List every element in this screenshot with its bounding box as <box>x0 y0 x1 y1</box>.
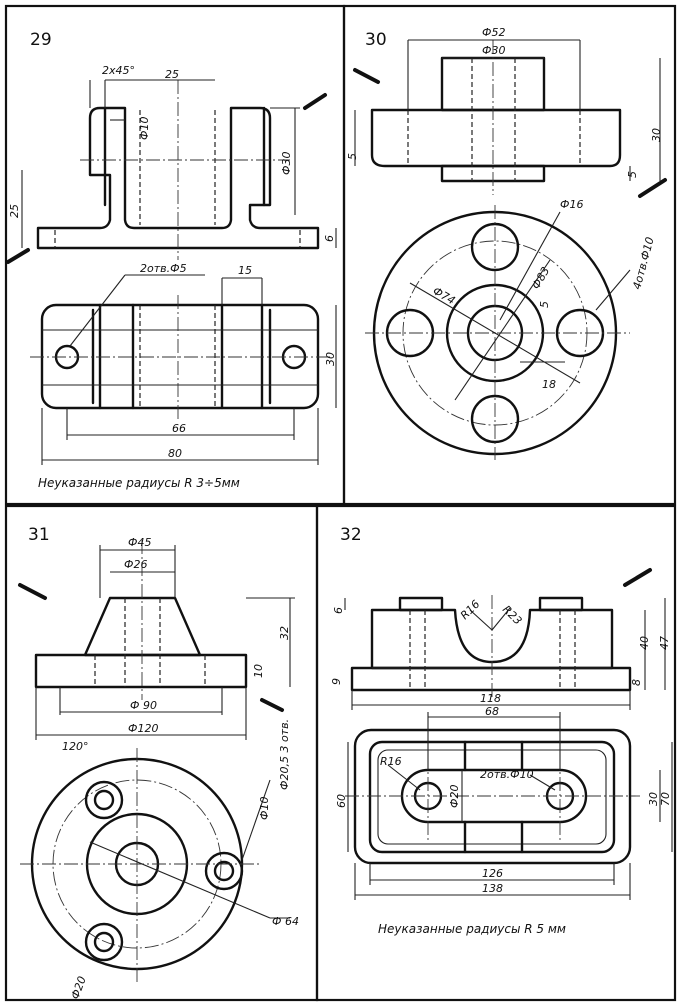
p32-note: Неуказанные радиусы R 5 мм <box>378 922 566 936</box>
panel-frames <box>4 4 677 1002</box>
p29-h6-dim: 6 <box>323 235 336 242</box>
p32-h6-dim: 6 <box>332 607 345 614</box>
p30-h5a-dim: 5 <box>346 153 359 160</box>
p31-h32-dim: 32 <box>278 626 291 640</box>
p31-holes-dim: Ф20,5 3 отв. <box>278 719 291 790</box>
p30-d52-dim: Ф52 <box>482 26 505 39</box>
p30-d83-dim: Ф83 <box>529 265 552 292</box>
p32-l68-dim: 68 <box>485 705 499 718</box>
p29-w15-dim: 15 <box>238 264 252 277</box>
panel-32-number: 32 <box>340 525 362 545</box>
p30-d30-dim: Ф30 <box>482 44 505 57</box>
panel-29-number: 29 <box>30 30 52 50</box>
p32-h70-dim: 70 <box>659 792 672 806</box>
panel-31-top-view: 120° Ф20,5 3 отв. Ф10 Ф 64 Ф20 <box>20 719 299 1001</box>
p29-chamfer-dim: 2x45° <box>102 64 135 77</box>
p32-r23-dim: R23 <box>500 603 524 627</box>
p32-h40-dim: 40 <box>638 636 651 650</box>
panel-30: 30 Ф52 Ф30 30 5 5 <box>346 26 663 460</box>
p32-l126-dim: 126 <box>482 867 503 880</box>
p30-h5b-dim: 5 <box>626 171 639 178</box>
p29-note: Неуказанные радиусы R 3÷5мм <box>38 476 240 490</box>
p30-d74-dim: Ф74 <box>431 284 458 307</box>
p32-h8-dim: 8 <box>630 679 643 686</box>
p30-h30-dim: 30 <box>650 128 663 142</box>
panel-30-number: 30 <box>365 30 387 50</box>
p30-s5-dim: 5 <box>538 301 551 308</box>
p32-rr16-dim: R16 <box>380 755 402 768</box>
p31-d26-dim: Ф26 <box>124 558 147 571</box>
p29-l80-dim: 80 <box>168 447 182 460</box>
p30-holes-dim: 4отв.Ф10 <box>630 236 656 291</box>
p29-h30-dim: 30 <box>324 352 337 366</box>
panel-32-front-view: 6 R16 R23 40 47 9 8 118 <box>330 595 671 710</box>
panel-32: 32 6 R16 R23 40 47 9 8 <box>330 525 673 936</box>
panel-30-front-view: Ф52 Ф30 30 5 5 <box>346 26 663 195</box>
p32-h47-dim: 47 <box>658 636 671 650</box>
cutting-marks <box>6 68 667 712</box>
panel-32-top-view: 68 R16 2отв.Ф10 Ф20 60 30 70 126 138 <box>335 705 673 900</box>
p31-d10-dim: Ф10 <box>258 797 271 820</box>
p32-l118-dim: 118 <box>480 692 501 705</box>
p30-s18-dim: 18 <box>542 378 556 391</box>
panel-31-number: 31 <box>28 525 50 545</box>
p31-h10-dim: 10 <box>252 664 265 678</box>
p31-d45-dim: Ф45 <box>128 536 151 549</box>
p32-h60-dim: 60 <box>335 794 348 808</box>
p29-len25-dim: 25 <box>165 68 179 81</box>
p32-d20-dim: Ф20 <box>448 785 461 808</box>
p32-h9-dim: 9 <box>330 678 343 685</box>
p32-l138-dim: 138 <box>482 882 503 895</box>
p29-d10-dim: Ф10 <box>138 117 151 140</box>
p31-dlow-dim: Ф20 <box>69 975 89 1001</box>
panel-29-top-view: 2отв.Ф5 15 30 66 80 <box>30 262 337 465</box>
p32-h30-dim: 30 <box>647 792 660 806</box>
p32-holes-dim: 2отв.Ф10 <box>480 768 534 781</box>
p29-holes-dim: 2отв.Ф5 <box>140 262 187 275</box>
p31-d64-dim: Ф 64 <box>272 915 299 928</box>
panel-31-front-view: Ф45 Ф26 32 10 Ф 90 Ф120 <box>34 536 295 740</box>
p29-l66-dim: 66 <box>172 422 186 435</box>
p31-d90-dim: Ф 90 <box>130 699 157 712</box>
panel-29-front-view: 2x45° 25 Ф10 Ф30 25 6 <box>8 64 337 260</box>
panel-30-top-view: Ф16 4отв.Ф10 Ф74 Ф83 5 18 <box>365 198 657 460</box>
p29-h25-dim: 25 <box>8 204 21 218</box>
p31-angle-dim: 120° <box>62 740 89 753</box>
p31-d120-dim: Ф120 <box>128 722 158 735</box>
p30-d16-dim: Ф16 <box>560 198 583 211</box>
panel-29: 29 2x45° 25 Ф10 Ф30 25 6 <box>8 30 337 490</box>
p29-d30-dim: Ф30 <box>280 152 293 175</box>
panel-31: 31 Ф45 Ф26 32 10 Ф 90 Ф120 <box>20 525 299 1001</box>
